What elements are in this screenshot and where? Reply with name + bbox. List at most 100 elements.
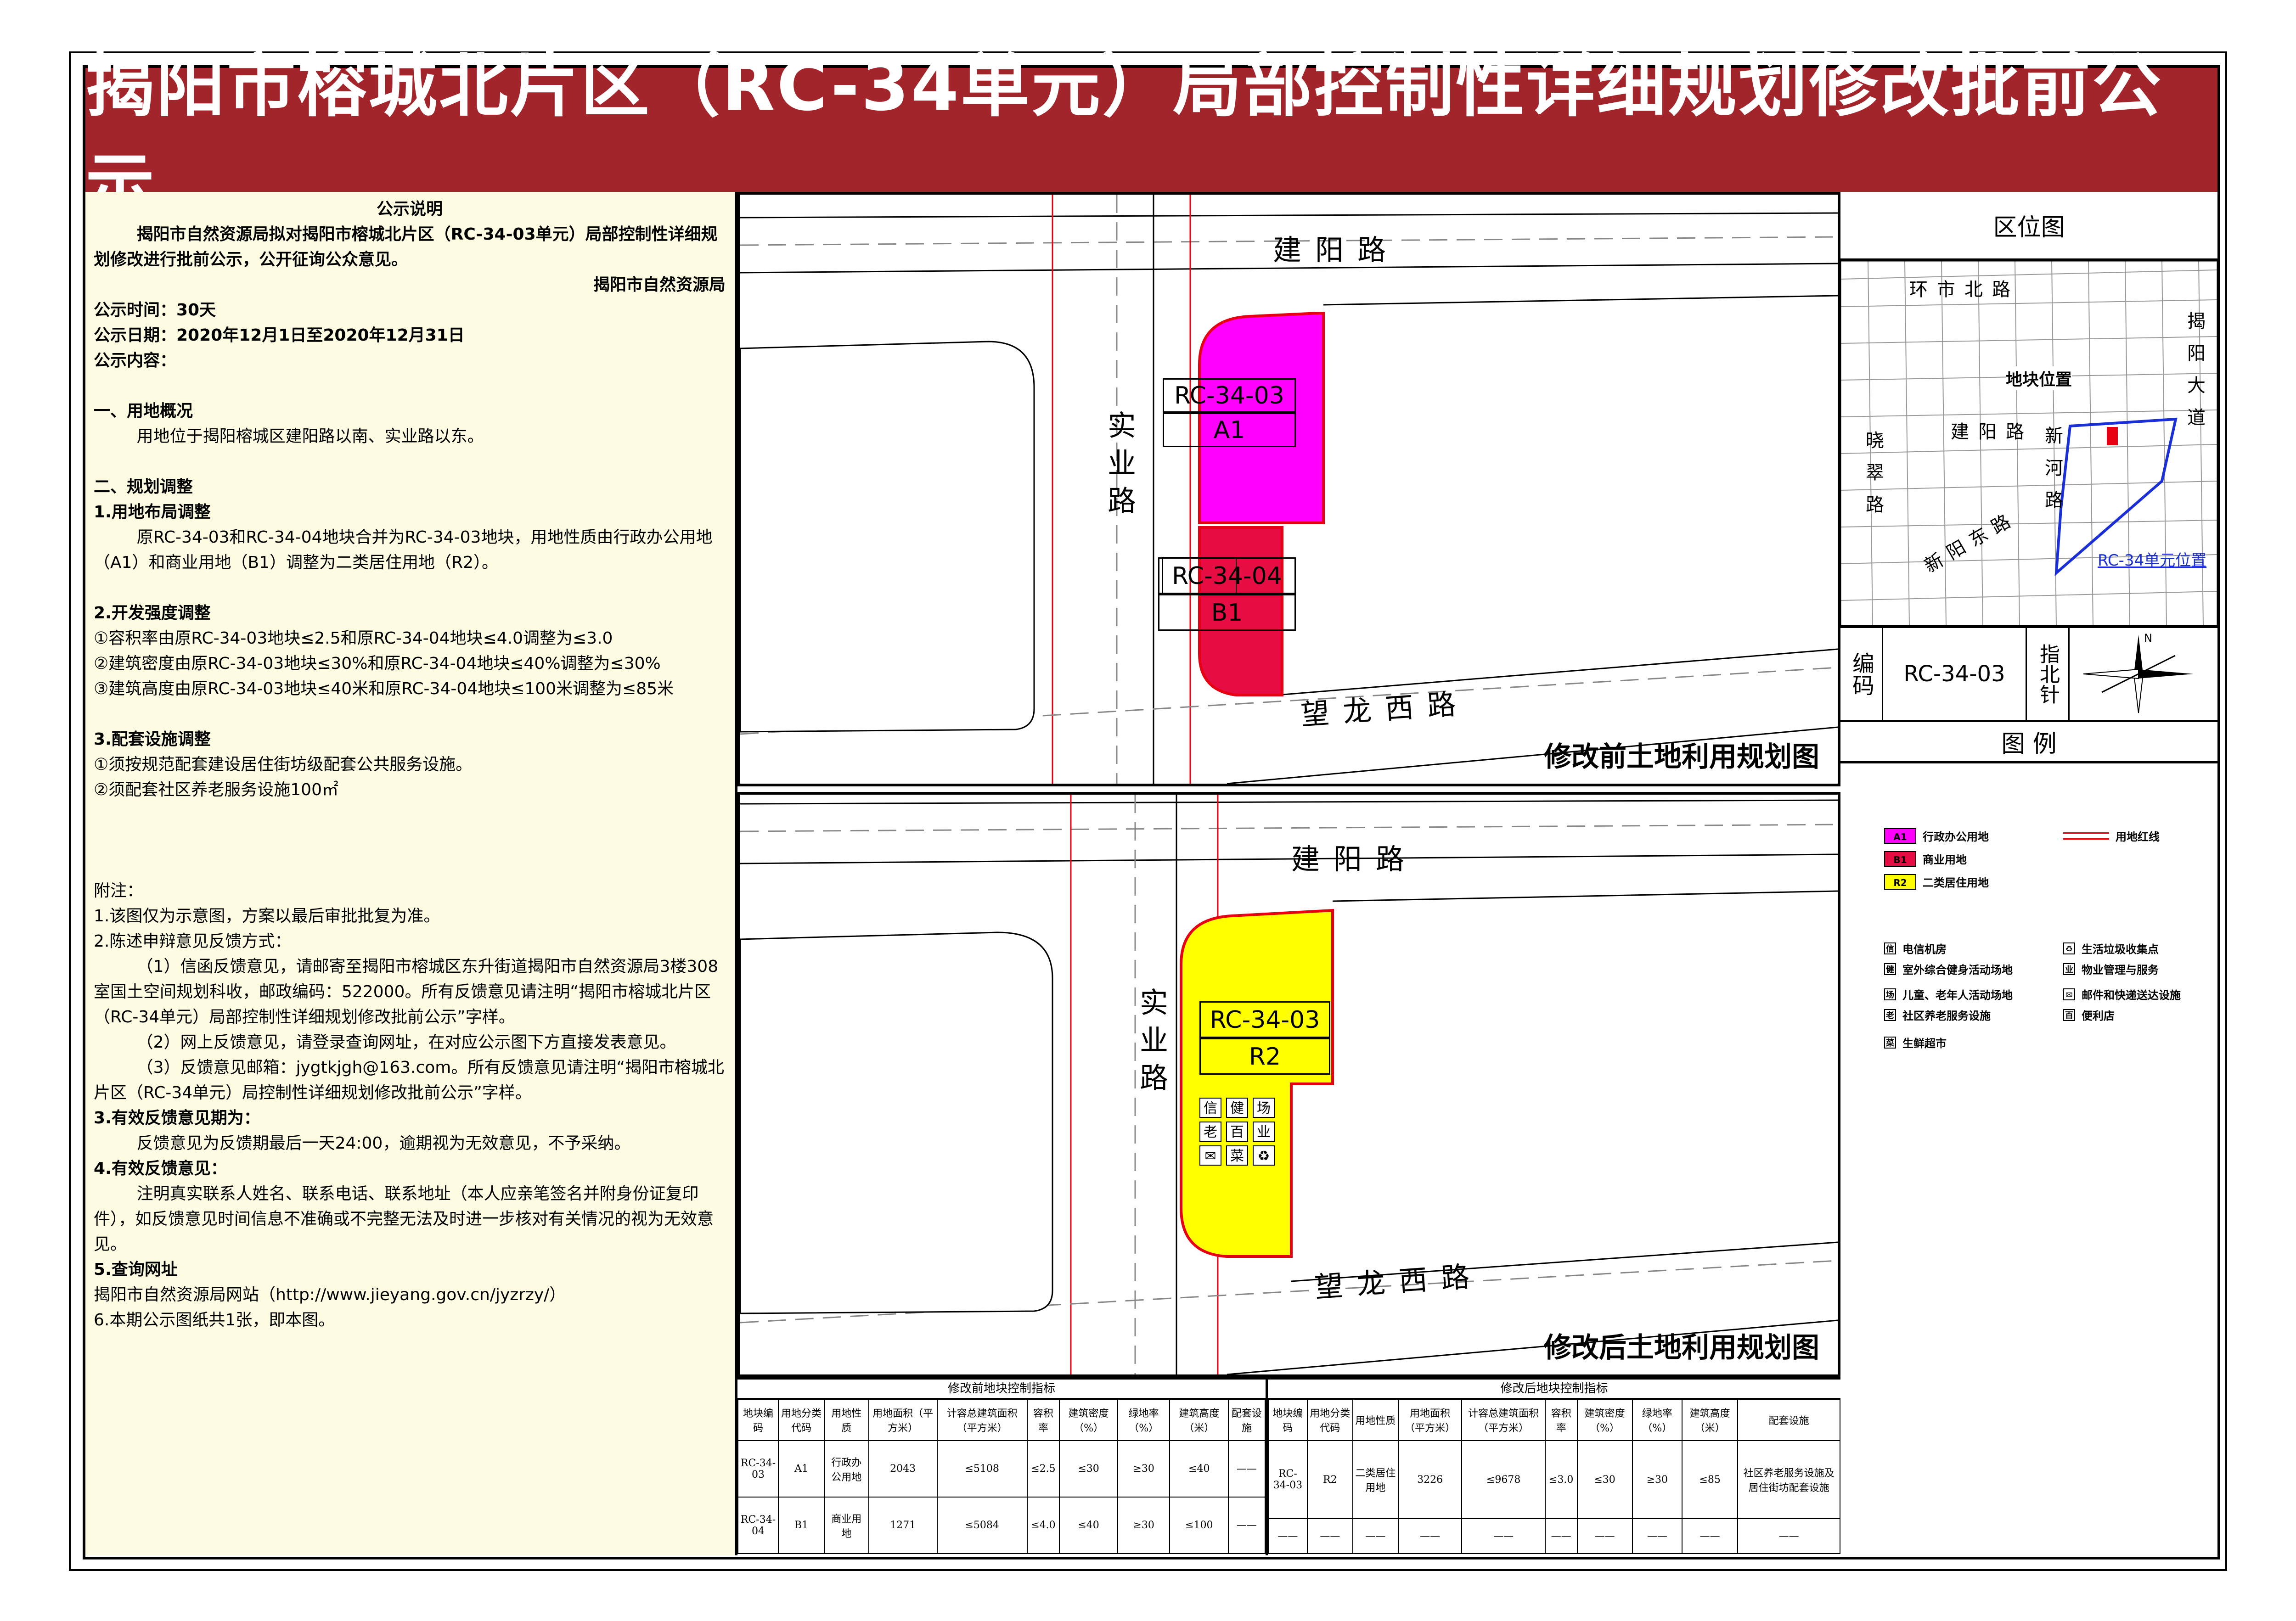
legend-fac-8: 菜生鲜超市 [1884, 1034, 1947, 1050]
parcel-a1 [1198, 312, 1325, 524]
before-cell-0-9: —— [1228, 1440, 1266, 1498]
after-road-west-label: 实业路 [1135, 987, 1168, 1100]
index-tables: 修改前地块控制指标 地块编码用地分类代码用地性质用地面积（平方米）计容总建筑面积… [737, 1377, 1840, 1555]
legend-r2: R2 二类居住用地 [1884, 874, 1989, 890]
inner-frame [83, 65, 2220, 1559]
legend-a1-label: 行政办公用地 [1923, 830, 1989, 843]
legend-heading: 图 例 [1840, 722, 2217, 763]
block-west [740, 341, 1035, 733]
note-2-3: （3）反馈意见邮箱：jygtkjgh@163.com。所有反馈意见请注明“揭阳市… [94, 1058, 724, 1102]
before-header-row: 地块编码用地分类代码用地性质用地面积（平方米）计容总建筑面积（平方米）容积率建筑… [737, 1399, 1266, 1441]
after-cell-0-3: 3226 [1397, 1440, 1463, 1520]
after-cell-1-4: —— [1461, 1518, 1546, 1554]
note-5-text: 揭阳市自然资源局网站（http://www.jieyang.gov.cn/jyz… [94, 1285, 566, 1304]
before-cell-1-9: —— [1228, 1497, 1266, 1554]
playground-icon: 场 [1253, 1098, 1275, 1118]
before-road-north-label: 建阳路 [1273, 233, 1400, 267]
parcel-r2 [1180, 909, 1334, 1258]
legend-b1-label: 商业用地 [1923, 853, 1967, 866]
after-road-centerline-north [740, 824, 1838, 832]
convenience-store-icon: 百 [2063, 1009, 2075, 1021]
before-cell-0-8: ≤40 [1169, 1440, 1229, 1498]
before-cell-0-4: ≤5108 [936, 1440, 1028, 1498]
legend-fac-4: 场儿童、老年人活动场地 [1884, 986, 2013, 1002]
legend-fac-6-label: 社区养老服务设施 [1902, 1010, 1991, 1022]
note-1: 1.该图仅为示意图，方案以最后审批批复为准。 [94, 907, 440, 925]
legend-a1-swatch: A1 [1884, 828, 1916, 844]
after-road-edge-south [1291, 1241, 1838, 1282]
telecom-icon: 信 [1884, 942, 1896, 954]
fresh-market-icon: 菜 [1884, 1036, 1896, 1049]
section2-2-a: ①容积率由原RC-34-03地块≤2.5和原RC-34-04地块≤4.0调整为≤… [94, 629, 613, 648]
before-header-1: 用地分类代码 [778, 1399, 825, 1441]
note-4: 4.有效反馈意见： [94, 1159, 227, 1178]
after-header-5: 容积率 [1544, 1399, 1578, 1441]
legend-fac-7-label: 便利店 [2082, 1010, 2115, 1022]
legend-fac-1-label: 生活垃圾收集点 [2082, 943, 2159, 956]
road-edge-north-top [740, 212, 1838, 219]
before-header-5: 容积率 [1026, 1399, 1060, 1441]
after-road-edge-north [740, 853, 1838, 864]
legend-b1: B1 商业用地 [1884, 851, 1967, 867]
legend-fac-4-label: 儿童、老年人活动场地 [1902, 989, 2013, 1002]
table-row: ———————————————————— [1268, 1518, 1840, 1554]
table-after-grid: 地块编码用地分类代码用地性质用地面积（平方米）计容总建筑面积（平方米）容积率建筑… [1268, 1399, 1840, 1554]
notice-intro: 揭阳市自然资源局拟对揭阳市榕城北片区（RC-34-03单元）局部控制性详细规划修… [94, 225, 718, 269]
note-3-text: 反馈意见为反馈期最后一天24:00，逾期视为无效意见，不予采纳。 [136, 1134, 631, 1153]
legend-fac-3: 业物业管理与服务 [2063, 961, 2159, 977]
map-after-svg [740, 795, 1838, 1374]
after-cell-1-5: —— [1544, 1518, 1578, 1554]
legend-fac-1: ♻生活垃圾收集点 [2063, 940, 2159, 956]
redline-icon [2063, 832, 2109, 840]
after-facility-icons: 信 健 场 老 百 业 ✉ 菜 ♻ [1199, 1098, 1275, 1166]
legend-fac-0-label: 电信机房 [1902, 943, 1947, 956]
section2-1-title: 1.用地布局调整 [94, 503, 211, 522]
after-cell-0-4: ≤9678 [1461, 1440, 1546, 1520]
notice-dates: 公示日期：2020年12月1日至2020年12月31日 [94, 326, 465, 345]
table-after: 修改后地块控制指标 地块编码用地分类代码用地性质用地面积（平方米）计容总建筑面积… [1268, 1380, 1840, 1555]
note-2-1: （1）信函反馈意见，请邮寄至揭阳市榕城区东升街道揭阳市自然资源局3楼308室国土… [94, 957, 719, 1026]
after-header-3: 用地面积（平方米） [1397, 1399, 1463, 1441]
section2-3-a: ①须按规范配套建设居住街坊级配套公共服务设施。 [94, 755, 473, 774]
north-arrow-icon: N [2070, 628, 2217, 720]
after-cell-0-7: ≥30 [1632, 1440, 1683, 1520]
after-header-9: 配套设施 [1737, 1399, 1840, 1441]
legend-fac-3-label: 物业管理与服务 [2082, 964, 2159, 976]
before-cell-0-5: ≤2.5 [1026, 1440, 1060, 1498]
loc-road-1: 环市北路 [1909, 279, 2020, 300]
table-after-title: 修改后地块控制指标 [1268, 1380, 1840, 1399]
after-caption: 修改后土地利用规划图 [1544, 1332, 1819, 1364]
loc-road-3: 建阳路 [1951, 421, 2033, 443]
elderly-care-icon: 老 [1199, 1122, 1221, 1142]
before-cell-1-5: ≤4.0 [1026, 1497, 1060, 1554]
loc-road-2: 揭阳大道 [2184, 311, 2205, 440]
after-road-north-label: 建阳路 [1291, 842, 1418, 876]
before-cell-1-6: ≤40 [1059, 1497, 1118, 1554]
property-management-icon: 业 [2063, 963, 2075, 975]
legend-fac-2-label: 室外综合健身活动场地 [1902, 964, 2013, 976]
mail-icon: ✉ [1199, 1145, 1221, 1166]
before-caption: 修改前土地利用规划图 [1544, 741, 1819, 773]
map-after: 建阳路 实业路 望龙西路 RC-34-03 R2 信 健 场 老 百 业 ✉ 菜… [737, 792, 1840, 1377]
site-marker [2107, 427, 2118, 445]
loc-road-5: 晓翠路 [1863, 431, 1884, 527]
note-3: 3.有效反馈意见期为： [94, 1109, 260, 1127]
note-4-text: 注明真实联系人姓名、联系电话、联系地址（本人应亲笔签名并附身份证复印件），如反馈… [94, 1184, 714, 1254]
code-box: 编码 RC-34-03 指北针 N [1840, 628, 2217, 722]
mail-icon: ✉ [2063, 988, 2075, 1000]
notice-heading: 公示说明 [376, 200, 443, 219]
note-5: 5.查询网址 [94, 1260, 178, 1279]
parcel-b1 [1198, 526, 1283, 696]
before-cell-0-6: ≤30 [1059, 1440, 1118, 1498]
fitness-icon: 健 [1884, 963, 1896, 975]
before-header-4: 计容总建筑面积（平方米） [936, 1399, 1028, 1441]
after-cell-0-5: ≤3.0 [1544, 1440, 1578, 1520]
legend-fac-2: 健室外综合健身活动场地 [1884, 961, 2013, 977]
after-cell-0-1: R2 [1306, 1440, 1353, 1520]
after-cell-1-1: —— [1306, 1518, 1353, 1554]
section1-title: 一、用地概况 [94, 402, 193, 421]
after-header-8: 建筑高度（米） [1682, 1399, 1739, 1441]
after-block-west [740, 931, 1053, 1314]
after-header-1: 用地分类代码 [1306, 1399, 1353, 1441]
after-road-edge-north-top [740, 799, 1838, 805]
